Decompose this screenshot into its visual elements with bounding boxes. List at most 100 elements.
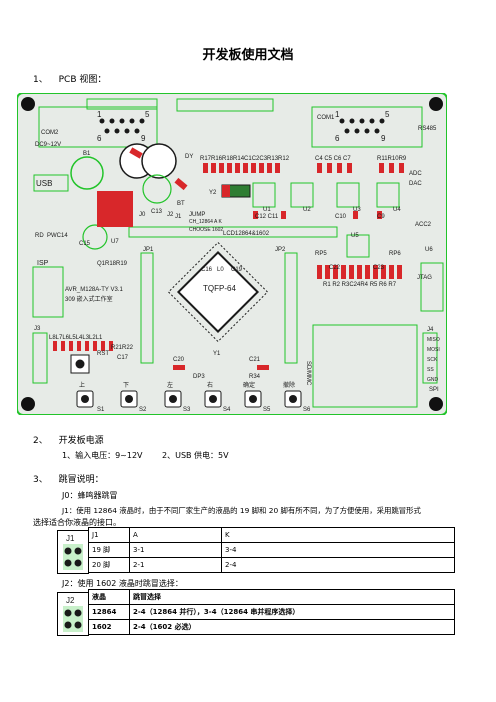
table-header-cell: 跳冒选择: [129, 589, 455, 605]
label-j2: J2: [167, 212, 174, 218]
top-header: [176, 98, 274, 112]
voltage-regulator: [97, 191, 133, 227]
label-btn-left: 左: [167, 381, 173, 389]
label-c4-c7: C4 C5 C6 C7: [315, 156, 351, 162]
label-r34: R34: [249, 374, 261, 380]
label-u1: U1: [263, 207, 271, 213]
label-gnd: GND: [427, 377, 439, 383]
label-r1-r8: R1 R2 R3C24R4 R5 R6 R7: [323, 282, 397, 288]
label-jtag: JTAG: [417, 275, 432, 281]
label-btn-up: 上: [79, 381, 85, 389]
label-choose: CHOOSE 1602: [189, 227, 223, 233]
section-1-heading: 1、 PCB 视图：: [33, 72, 106, 85]
table-cell: 3-1: [129, 542, 222, 558]
com2-connector: [38, 106, 158, 148]
jp1-header: [140, 252, 154, 364]
label-j3: J3: [34, 326, 41, 332]
capacitor-c15: [82, 224, 108, 250]
label-rp6: RP6: [389, 251, 401, 257]
label-s2: S2: [139, 407, 147, 413]
capacitor-b1: [70, 156, 104, 190]
label-btn-right: 右: [207, 381, 213, 389]
label-b1: B1: [83, 151, 91, 157]
label-dc: DC9~12V: [35, 142, 61, 148]
j1-jumper-image: J1: [57, 530, 89, 574]
label-j0: J0: [139, 212, 146, 218]
label-j1: J1: [175, 214, 182, 220]
j1-description-line2: 选择适合你液晶的接口。: [33, 518, 121, 527]
label-jp1: JP1: [143, 247, 154, 253]
com2-shell: [86, 98, 158, 110]
label-com1: COM1: [317, 115, 335, 121]
lcd-header: [128, 226, 338, 238]
label-spi: SPI: [429, 387, 439, 393]
label-btn-down: 下: [123, 382, 129, 389]
mounting-hole: [429, 397, 443, 411]
j1-description-line1: J1：使用 12864 液晶时，由于不同厂家生产的液晶的 19 脚和 20 脚有…: [62, 506, 421, 515]
j0-description: J0：蜂鸣器跳冒: [62, 491, 118, 500]
capacitor-c13b: [141, 143, 177, 179]
label-u6: U6: [425, 247, 433, 253]
label-com2-pin9: 9: [141, 134, 146, 143]
j2-description: J2：使用 1602 液晶时跳冒选择：: [62, 579, 183, 588]
label-com1-pin5: 5: [385, 110, 390, 119]
label-rd: RD: [35, 233, 44, 239]
label-c10: C10: [335, 214, 347, 220]
label-jp2: JP2: [275, 247, 286, 253]
label-sck: SCK: [427, 357, 438, 363]
label-l0: L0: [217, 267, 224, 273]
label-c15: C15: [79, 241, 91, 247]
jp2-header: [284, 252, 298, 364]
label-q1: Q1R18R19: [97, 261, 128, 267]
label-acc2: ACC2: [415, 222, 432, 228]
label-isp: ISP: [37, 260, 49, 267]
label-ss: SS: [427, 367, 434, 373]
label-u5: U5: [351, 233, 359, 239]
label-u2: U2: [303, 207, 311, 213]
label-com2-pin6: 6: [97, 134, 102, 143]
pcb-board-image: COM2 COM1 DC9~12V USB RS485 B1 BT C13 DY…: [17, 93, 447, 415]
label-c13: C13: [151, 209, 163, 215]
label-mosi: MOSI: [427, 347, 440, 353]
label-c12-c11: C12 C11: [255, 214, 279, 220]
section-3-heading: 3、 跳冒说明：: [33, 472, 104, 485]
label-dac: DAC: [409, 181, 422, 187]
label-com2-pin1: 1: [97, 110, 102, 119]
label-u3: U3: [353, 207, 361, 213]
section-2-number: 2、: [33, 436, 48, 446]
table-cell: 2-1: [129, 557, 222, 573]
label-s4: S4: [223, 407, 231, 413]
label-c22: C22: [329, 265, 341, 271]
section-3-label: 跳冒说明：: [58, 475, 104, 485]
mounting-hole: [429, 97, 443, 111]
label-s5: S5: [263, 407, 271, 413]
label-usb: USB: [36, 179, 52, 188]
label-resistor-row-1: R17R16R18R14C1C2C3R13R12: [200, 156, 290, 162]
table-row: 1602 2-4（1602 必选）: [88, 619, 455, 635]
table-header-cell: 液晶: [88, 589, 130, 605]
label-c20: C20: [173, 357, 185, 363]
j4-header: [422, 332, 438, 384]
label-rp5: RP5: [315, 251, 327, 257]
table-cell: 2-4（1602 必选）: [129, 619, 455, 635]
jtag-connector: [420, 262, 444, 312]
label-y1: Y1: [213, 351, 221, 357]
mounting-hole: [21, 97, 35, 111]
table-header-cell: A: [129, 527, 222, 543]
section-3-number: 3、: [33, 475, 48, 485]
label-com2: COM2: [41, 130, 59, 136]
j2-image-label: J2: [66, 596, 75, 605]
table-cell: 1602: [88, 619, 130, 635]
push-buttons: [76, 390, 302, 408]
table-cell: 20 脚: [88, 557, 130, 573]
label-sd-mmc: SD/MMC: [305, 361, 311, 386]
label-s3: S3: [183, 407, 191, 413]
label-c21: C21: [249, 357, 261, 363]
j1-image-label: J1: [66, 534, 75, 543]
label-j4: J4: [427, 327, 434, 333]
label-leds: L8L7L6L5L4L3L2L1: [49, 335, 103, 341]
label-bt: BT: [177, 201, 185, 207]
usb-connector: [33, 174, 69, 192]
table-row: 12864 2-4（12864 并行），3-4（12864 串并程序选择）: [88, 604, 455, 620]
sd-card-slot: [312, 324, 418, 408]
